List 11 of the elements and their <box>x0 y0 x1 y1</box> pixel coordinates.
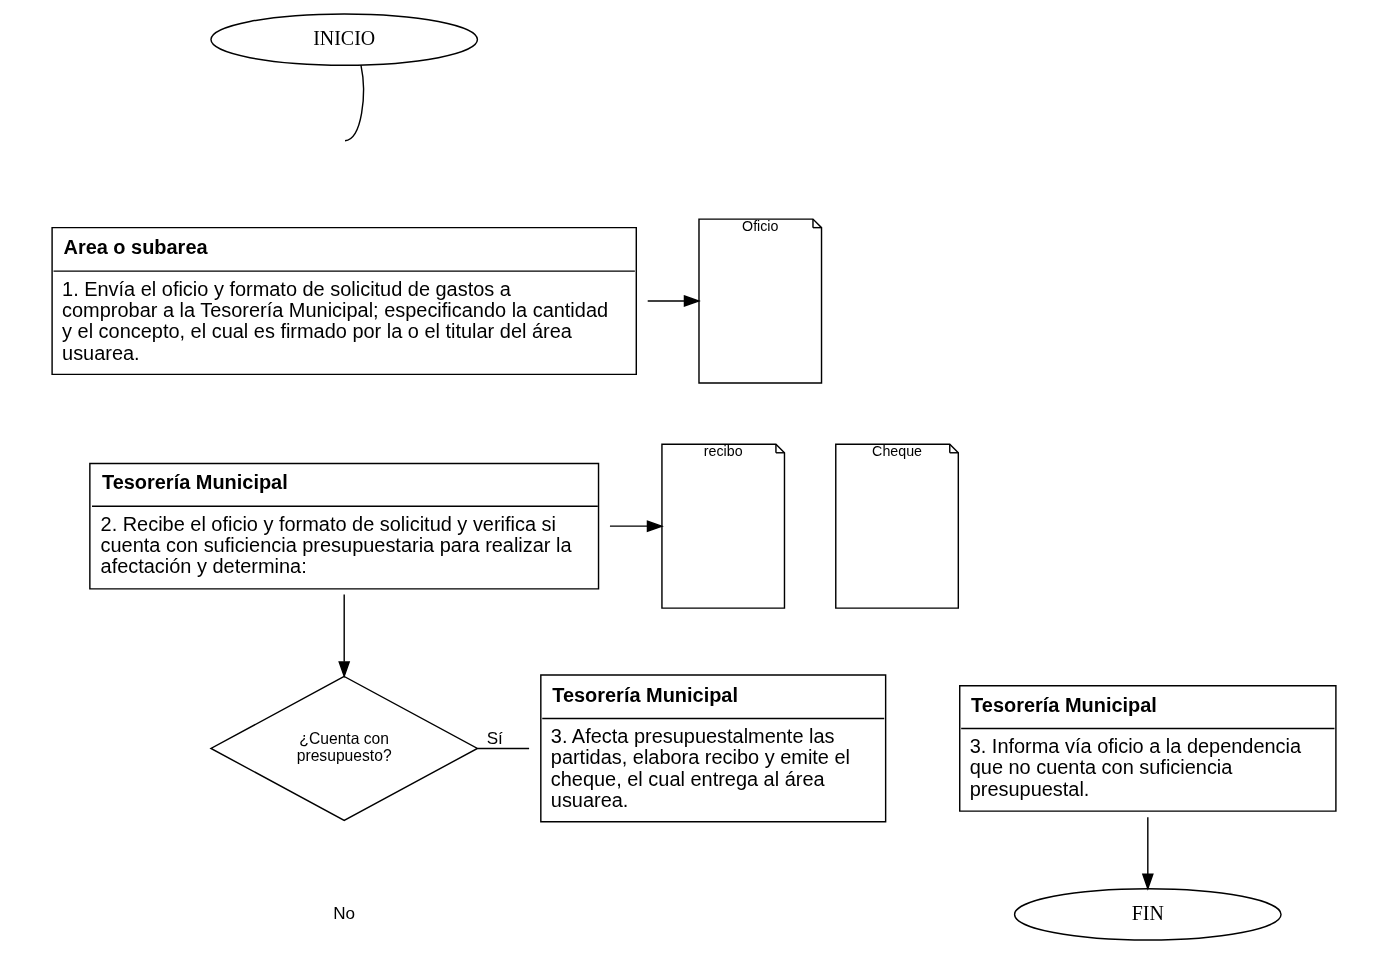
node-ellipse: INICIO <box>210 13 479 66</box>
connector <box>344 64 365 142</box>
arrow <box>609 520 664 533</box>
node-diamond: ¿Cuenta con presupuesto? <box>209 675 479 822</box>
arrow <box>1141 816 1154 891</box>
arrow <box>338 593 351 679</box>
label: No <box>333 903 356 923</box>
node-ellipse: FIN <box>1013 888 1282 941</box>
edge-label: Sí <box>486 728 503 748</box>
connector <box>476 747 530 750</box>
arrow <box>647 295 701 308</box>
